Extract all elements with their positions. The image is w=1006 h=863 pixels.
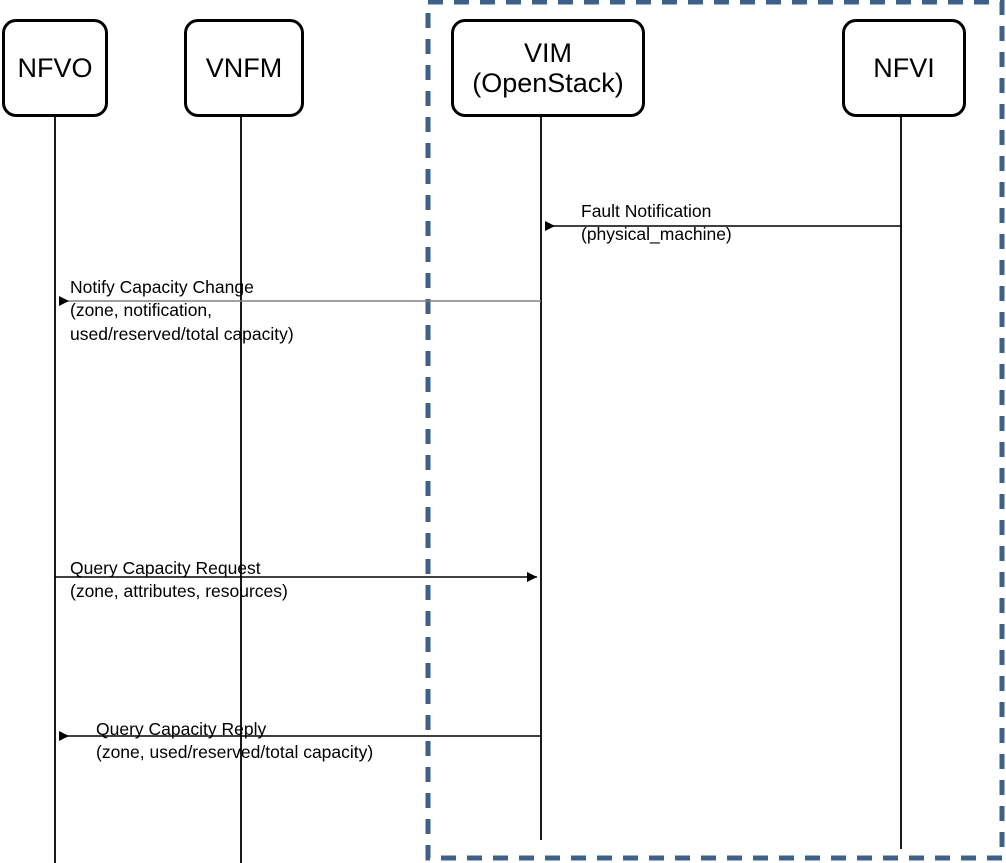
message-label-fault-notification-line2: (physical_machine) — [581, 224, 732, 245]
message-label-notify-capacity-change-line1: Notify Capacity Change — [70, 277, 254, 297]
message-label-query-capacity-request-line2: (zone, attributes, resources) — [70, 581, 288, 602]
participant-label-vnfm: VNFM — [205, 52, 283, 83]
participant-box-vnfm[interactable]: VNFM — [184, 19, 304, 117]
participant-label-vim-line1: VIM — [523, 37, 572, 68]
participant-box-vim[interactable]: VIM (OpenStack) — [451, 19, 645, 117]
message-label-query-capacity-reply-line2: (zone, used/reserved/total capacity) — [96, 742, 374, 763]
message-label-query-capacity-reply-line1: Query Capacity Reply — [96, 719, 267, 739]
message-label-query-capacity-reply: Query Capacity Reply (zone, used/reserve… — [96, 718, 373, 765]
message-label-notify-capacity-change-line2: (zone, notification, — [70, 300, 213, 321]
nfv-infrastructure-boundary — [425, 0, 1005, 861]
participant-box-nfvo[interactable]: NFVO — [2, 19, 108, 117]
message-label-notify-capacity-change: Notify Capacity Change (zone, notificati… — [70, 276, 294, 346]
participant-box-nfvi[interactable]: NFVI — [842, 19, 966, 117]
message-label-fault-notification: Fault Notification (physical_machine) — [581, 200, 732, 247]
message-label-query-capacity-request: Query Capacity Request (zone, attributes… — [70, 557, 288, 604]
participant-label-nfvi: NFVI — [873, 52, 935, 83]
message-label-notify-capacity-change-line3: used/reserved/total capacity) — [70, 323, 294, 344]
participant-label-nfvo: NFVO — [17, 52, 93, 83]
participant-label-vim-line2: (OpenStack) — [472, 68, 624, 98]
message-label-fault-notification-line1: Fault Notification — [581, 201, 712, 221]
message-label-query-capacity-request-line1: Query Capacity Request — [70, 558, 261, 578]
